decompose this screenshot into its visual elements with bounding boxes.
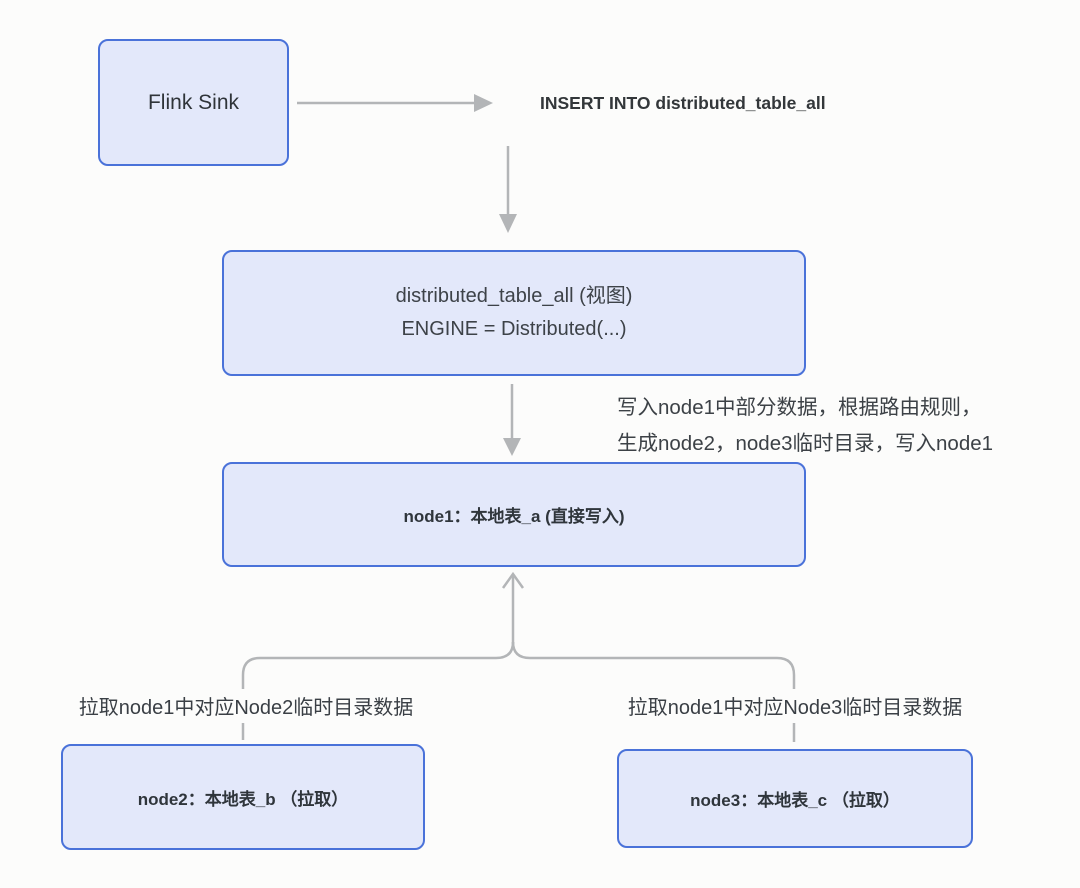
routing-note-line2: 生成node2，node3临时目录，写入node1 (617, 432, 994, 455)
arrow-flink-to-insert (297, 94, 493, 112)
arrow-distributed-to-node1 (503, 384, 521, 456)
distributed-table-box: distributed_table_all (视图) ENGINE = Dist… (222, 250, 806, 376)
node2-label: node2：本地表_b （拉取） (137, 789, 349, 809)
pull-node2-label: 拉取node1中对应Node2临时目录数据 (78, 697, 414, 719)
node1-box: node1：本地表_a (直接写入) (222, 462, 806, 567)
insert-statement-label: INSERT INTO distributed_table_all (540, 93, 826, 113)
distributed-table-line2: ENGINE = Distributed(...) (401, 318, 627, 340)
node1-label: node1：本地表_a (直接写入) (403, 507, 625, 526)
routing-note: 写入node1中部分数据，根据路由规则， 生成node2，node3临时目录，写… (617, 390, 993, 462)
flink-sink-label: Flink Sink (147, 90, 240, 114)
routing-note-line1: 写入node1中部分数据，根据路由规则， (617, 396, 982, 419)
node3-box: node3：本地表_c （拉取） (617, 749, 973, 848)
distributed-table-line1: distributed_table_all (视图) (395, 285, 633, 307)
bracket-nodes-to-node1 (241, 571, 796, 689)
arrow-insert-to-distributed (499, 146, 517, 233)
pull-node3-label: 拉取node1中对应Node3临时目录数据 (627, 697, 963, 719)
flink-sink-box: Flink Sink (98, 39, 289, 166)
node2-box: node2：本地表_b （拉取） (61, 744, 425, 850)
node3-label: node3：本地表_c （拉取） (690, 791, 900, 810)
